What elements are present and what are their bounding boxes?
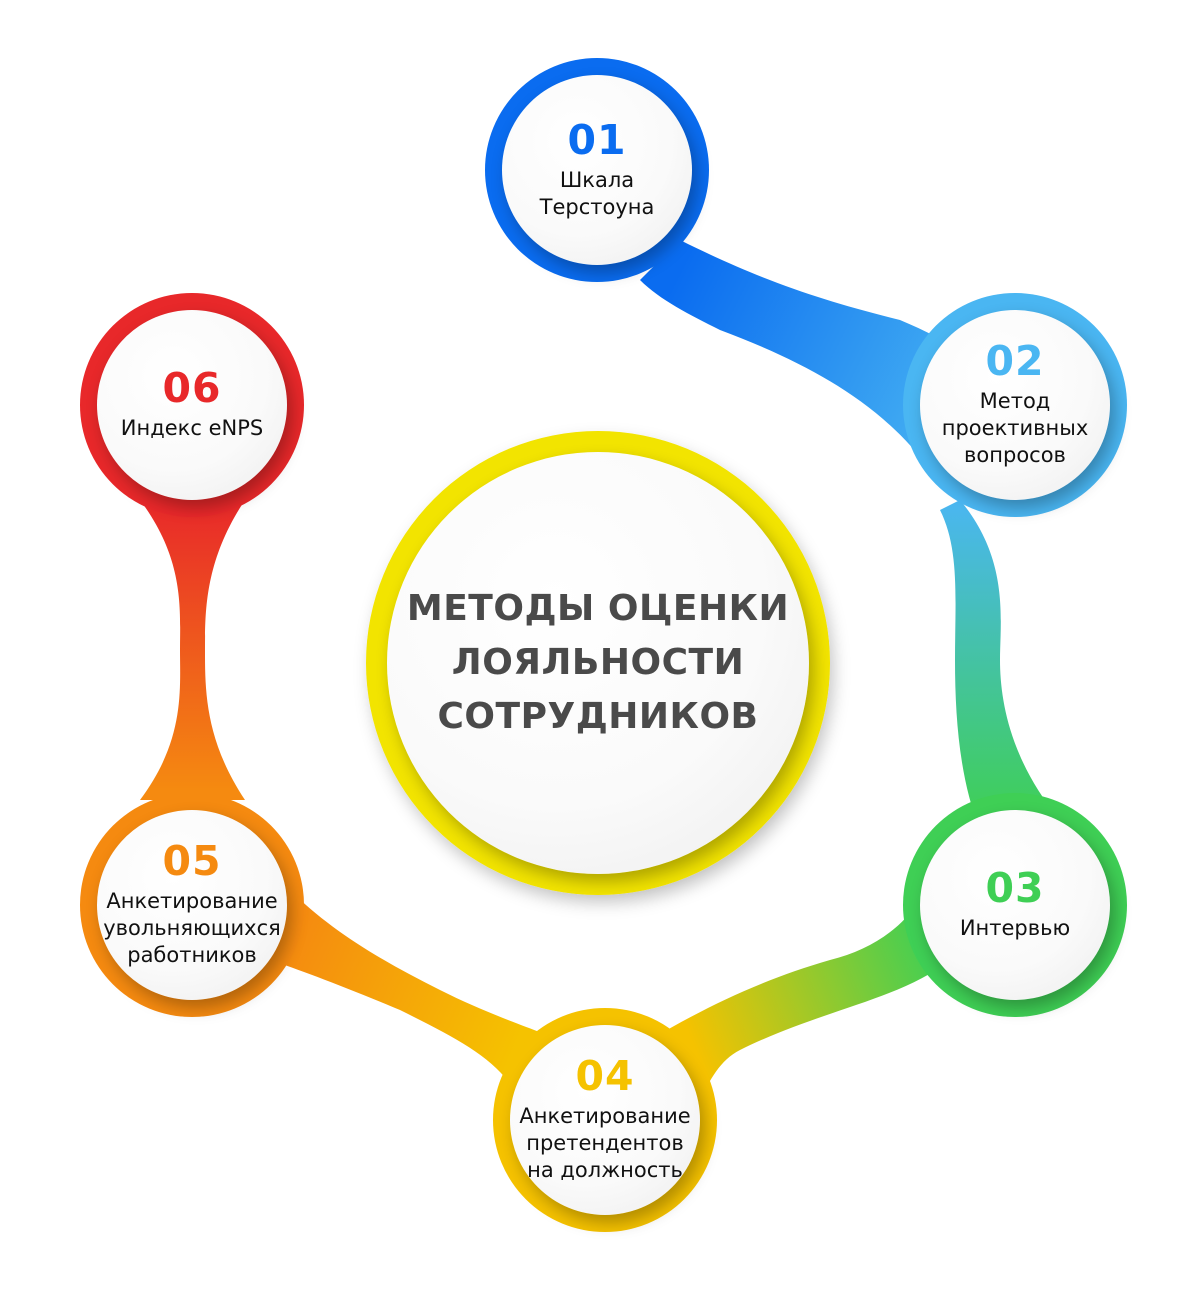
node-05: 05 Анкетирование увольняющихся работнико… [97, 810, 287, 1000]
connector-04-05 [270, 890, 570, 1100]
node-03: 03 Интервью [920, 810, 1110, 1000]
node-01-number: 01 [567, 115, 627, 164]
node-03-label: Интервью [959, 916, 1071, 940]
node-06-number: 06 [162, 364, 222, 412]
node-01-label: Шкала Терстоуна [539, 167, 655, 219]
connector-03-04 [650, 900, 950, 1100]
node-01: 01 Шкала Терстоуна [502, 75, 692, 265]
node-04: 04 Анкетирование претендентов на должнос… [510, 1025, 700, 1215]
connector-05-06 [140, 500, 245, 800]
node-05-number: 05 [162, 837, 222, 885]
node-02: 02 Метод проективных вопросов [920, 310, 1110, 500]
node-04-label: Анкетирование претендентов на должность [519, 1104, 691, 1182]
node-02-number: 02 [985, 337, 1045, 385]
node-06: 06 Индекс eNPS [97, 310, 287, 500]
node-04-number: 04 [575, 1052, 635, 1100]
center-disc: МЕТОДЫ ОЦЕНКИ ЛОЯЛЬНОСТИ СОТРУДНИКОВ [387, 452, 809, 874]
node-06-label: Индекс eNPS [120, 416, 264, 440]
node-02-label: Метод проективных вопросов [941, 389, 1089, 467]
node-05-label: Анкетирование увольняющихся работников [103, 889, 281, 967]
center-title: МЕТОДЫ ОЦЕНКИ ЛОЯЛЬНОСТИ СОТРУДНИКОВ [406, 588, 790, 737]
node-03-number: 03 [985, 864, 1045, 912]
connector-02-03 [940, 500, 1060, 830]
